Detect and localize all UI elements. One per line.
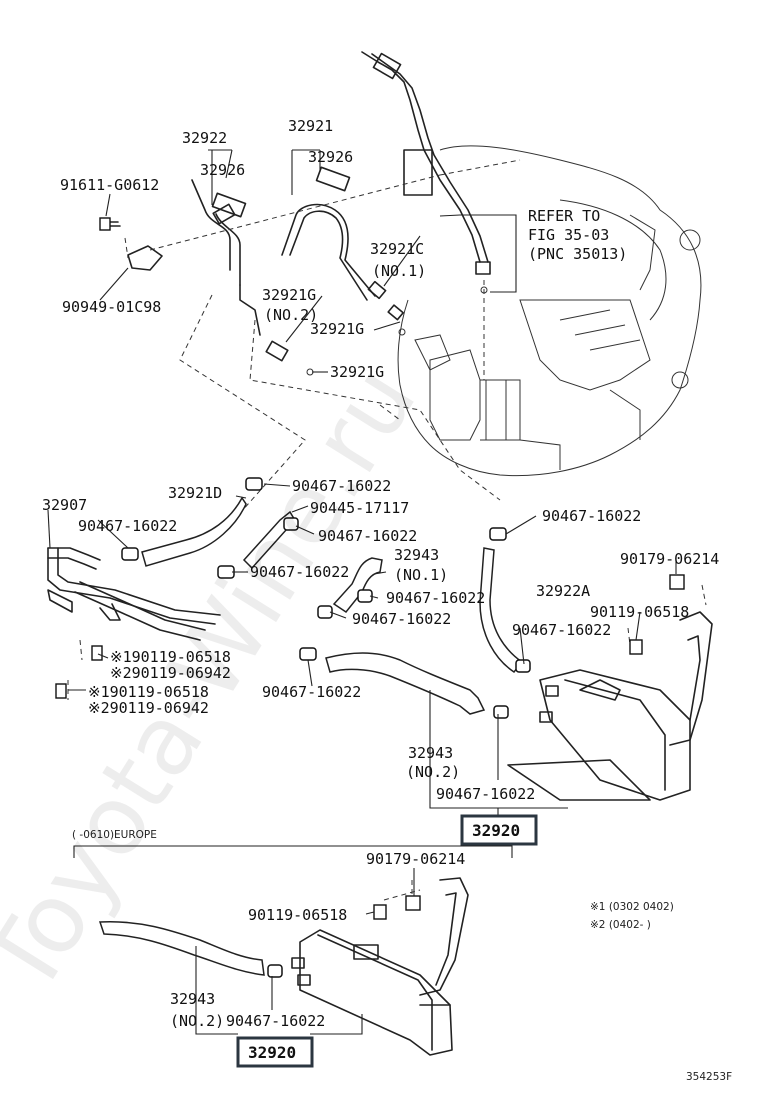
label-32943-no1-note: (NO.1) xyxy=(394,566,448,584)
label-32943-no2: 32943 xyxy=(408,744,453,762)
upper-pipe-assembly-drawing xyxy=(99,166,406,376)
label-32921D: 32921D xyxy=(168,484,222,502)
figure-code: 354253F xyxy=(686,1071,732,1083)
label-clamp-9: 90467-16022 xyxy=(262,683,361,701)
label-90179-06214-b: 90179-06214 xyxy=(366,850,465,868)
label-clamp-6: 90467-16022 xyxy=(386,589,485,607)
label-32921G-a-note: (NO.2) xyxy=(264,306,318,324)
label-clamp-10: 90467-16022 xyxy=(436,785,535,803)
label-32921C: 32921C xyxy=(370,240,424,258)
leader-lines xyxy=(47,149,677,1035)
label-clamp-8: 90467-16022 xyxy=(512,621,611,639)
label-32921G-a: 32921G xyxy=(262,286,316,304)
label-clamp-3: 90467-16022 xyxy=(318,527,417,545)
label-90445-17117: 90445-17117 xyxy=(310,499,409,517)
label-clamp-2: 90467-16022 xyxy=(78,517,177,535)
label-32926-b: 32926 xyxy=(308,148,353,166)
label-clamp-1: 90467-16022 xyxy=(292,477,391,495)
label-clamp-11: 90467-16022 xyxy=(226,1012,325,1030)
label-32907: 32907 xyxy=(42,496,87,514)
label-32921G-b: 32921G xyxy=(310,320,364,338)
label-32922: 32922 xyxy=(182,129,227,147)
refer-line-3: (PNC 35013) xyxy=(528,245,627,263)
label-clamp-7: 90467-16022 xyxy=(352,610,451,628)
cooler-pipe-32907-drawing xyxy=(47,547,221,641)
refer-line-1: REFER TO xyxy=(528,207,600,225)
label-32943-no1: 32943 xyxy=(394,546,439,564)
part-number-labels: 32922 32921 32926 32926 91611-G0612 9094… xyxy=(42,117,732,1083)
label-91611-G0612: 91611-G0612 xyxy=(60,176,159,194)
europe-section-label: ( -0610)EUROPE xyxy=(72,829,157,841)
assembly-32920-main: 32920 xyxy=(472,821,520,840)
footnote-2: ※2 (0402- ) xyxy=(590,919,651,931)
label-32921: 32921 xyxy=(288,117,333,135)
label-32921C-note: (NO.1) xyxy=(372,262,426,280)
refer-line-2: FIG 35-03 xyxy=(528,226,609,244)
label-bolt-2a: ※190119-06518 xyxy=(88,683,209,701)
assembly-32920-europe: 32920 xyxy=(248,1043,296,1062)
filler-tube-drawing xyxy=(361,51,491,294)
label-bolt-1b: ※290119-06942 xyxy=(110,664,231,682)
hose-drawings xyxy=(98,496,524,976)
oil-cooler-main-drawing xyxy=(507,611,713,801)
assembly-number-boxes: 32920 32920 xyxy=(236,814,538,1068)
label-90949-01C98: 90949-01C98 xyxy=(62,298,161,316)
label-clamp-4: 90467-16022 xyxy=(542,507,641,525)
footnote-1: ※1 (0302 0402) xyxy=(590,901,674,913)
label-90179-06214-a: 90179-06214 xyxy=(620,550,719,568)
label-32943-no2-note: (NO.2) xyxy=(406,763,460,781)
transmission-assembly-drawing xyxy=(397,145,702,477)
oil-cooler-europe-drawing xyxy=(291,877,469,1056)
label-90119-06518-b: 90119-06518 xyxy=(248,906,347,924)
label-32943-lower: 32943 xyxy=(170,990,215,1008)
label-32926-a: 32926 xyxy=(200,161,245,179)
label-32943-lower-note: (NO.2) xyxy=(170,1012,224,1030)
label-clamp-5: 90467-16022 xyxy=(250,563,349,581)
bolts xyxy=(55,574,685,920)
label-32922A: 32922A xyxy=(536,582,590,600)
label-bolt-1a: ※190119-06518 xyxy=(110,648,231,666)
label-bolt-2b: ※290119-06942 xyxy=(88,699,209,717)
label-90119-06518-a: 90119-06518 xyxy=(590,603,689,621)
label-32921G-c: 32921G xyxy=(330,363,384,381)
